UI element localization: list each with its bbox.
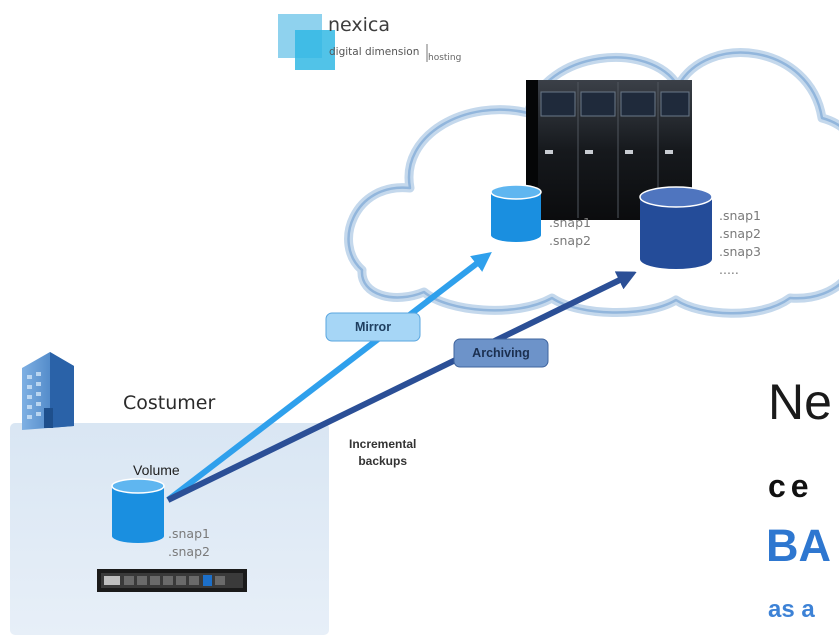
snapshot-label: .snap1 — [719, 208, 761, 223]
snapshot-label: ..... — [719, 262, 739, 277]
logo-wordmark: nexica — [328, 14, 391, 36]
archiving-arrow — [166, 271, 637, 503]
customer-title: Costumer — [123, 392, 216, 414]
logo-tagline: digital dimension — [329, 46, 420, 58]
database-icon — [639, 186, 713, 269]
mirror-label: Mirror — [354, 320, 392, 334]
snapshot-label: .snap1 — [168, 526, 210, 541]
snapshot-label: .snap3 — [719, 244, 761, 259]
snapshot-label: .snap1 — [549, 215, 591, 230]
nexica-logo-icon — [278, 14, 428, 70]
logo-subline: hosting — [428, 53, 462, 63]
headline-line-3: BA — [766, 520, 831, 571]
archiving-tag-box — [453, 338, 549, 368]
cloud-small-volume-snaps: .snap1 .snap2 — [549, 214, 591, 250]
customer-volume-snaps: .snap1 .snap2 — [168, 525, 210, 561]
snapshot-label: .snap2 — [719, 226, 761, 241]
archiving-label: Archiving — [472, 346, 530, 360]
database-icon — [490, 184, 542, 242]
headline-line-2: ce — [768, 468, 814, 504]
snapshot-label: .snap2 — [168, 544, 210, 559]
headline-line-1: Ne — [768, 374, 832, 430]
storage-appliance-icon — [97, 569, 247, 592]
incremental-backups-label: Incremental backups — [349, 437, 417, 468]
snapshot-label: .snap2 — [549, 233, 591, 248]
mirror-tag-box — [325, 312, 421, 342]
cloud-large-volume-snaps: .snap1 .snap2 .snap3 ..... — [719, 207, 761, 279]
headline-line-4: as a — [768, 596, 815, 623]
mirror-arrow — [166, 251, 492, 503]
database-icon — [111, 478, 165, 543]
volume-label: Volume — [133, 462, 180, 478]
office-building-icon — [22, 352, 74, 430]
customer-panel — [10, 423, 329, 635]
